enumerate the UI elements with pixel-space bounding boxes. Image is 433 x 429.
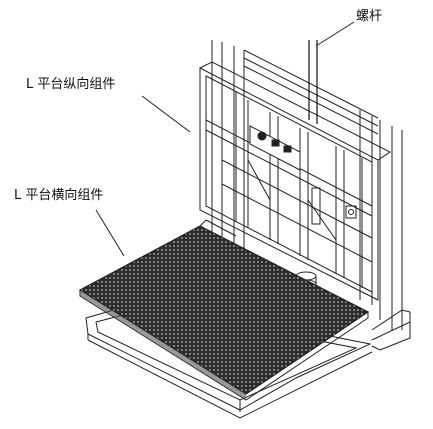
leader-screw-rod — [315, 21, 355, 47]
label-l-platform-horizontal: L 平台横向组件 — [14, 188, 104, 203]
label-screw-rod: 螺杆 — [356, 9, 383, 24]
mesh-deck — [78, 225, 370, 395]
vertical-carriage-frame — [199, 61, 391, 301]
leader-horizontal-assembly — [95, 209, 125, 257]
horizontal-platform-assembly — [78, 219, 373, 419]
label-l-platform-vertical: L 平台纵向组件 — [26, 77, 116, 92]
leader-lines — [95, 21, 355, 257]
vertical-mast-assembly — [211, 40, 411, 351]
leader-vertical-assembly — [141, 95, 191, 133]
